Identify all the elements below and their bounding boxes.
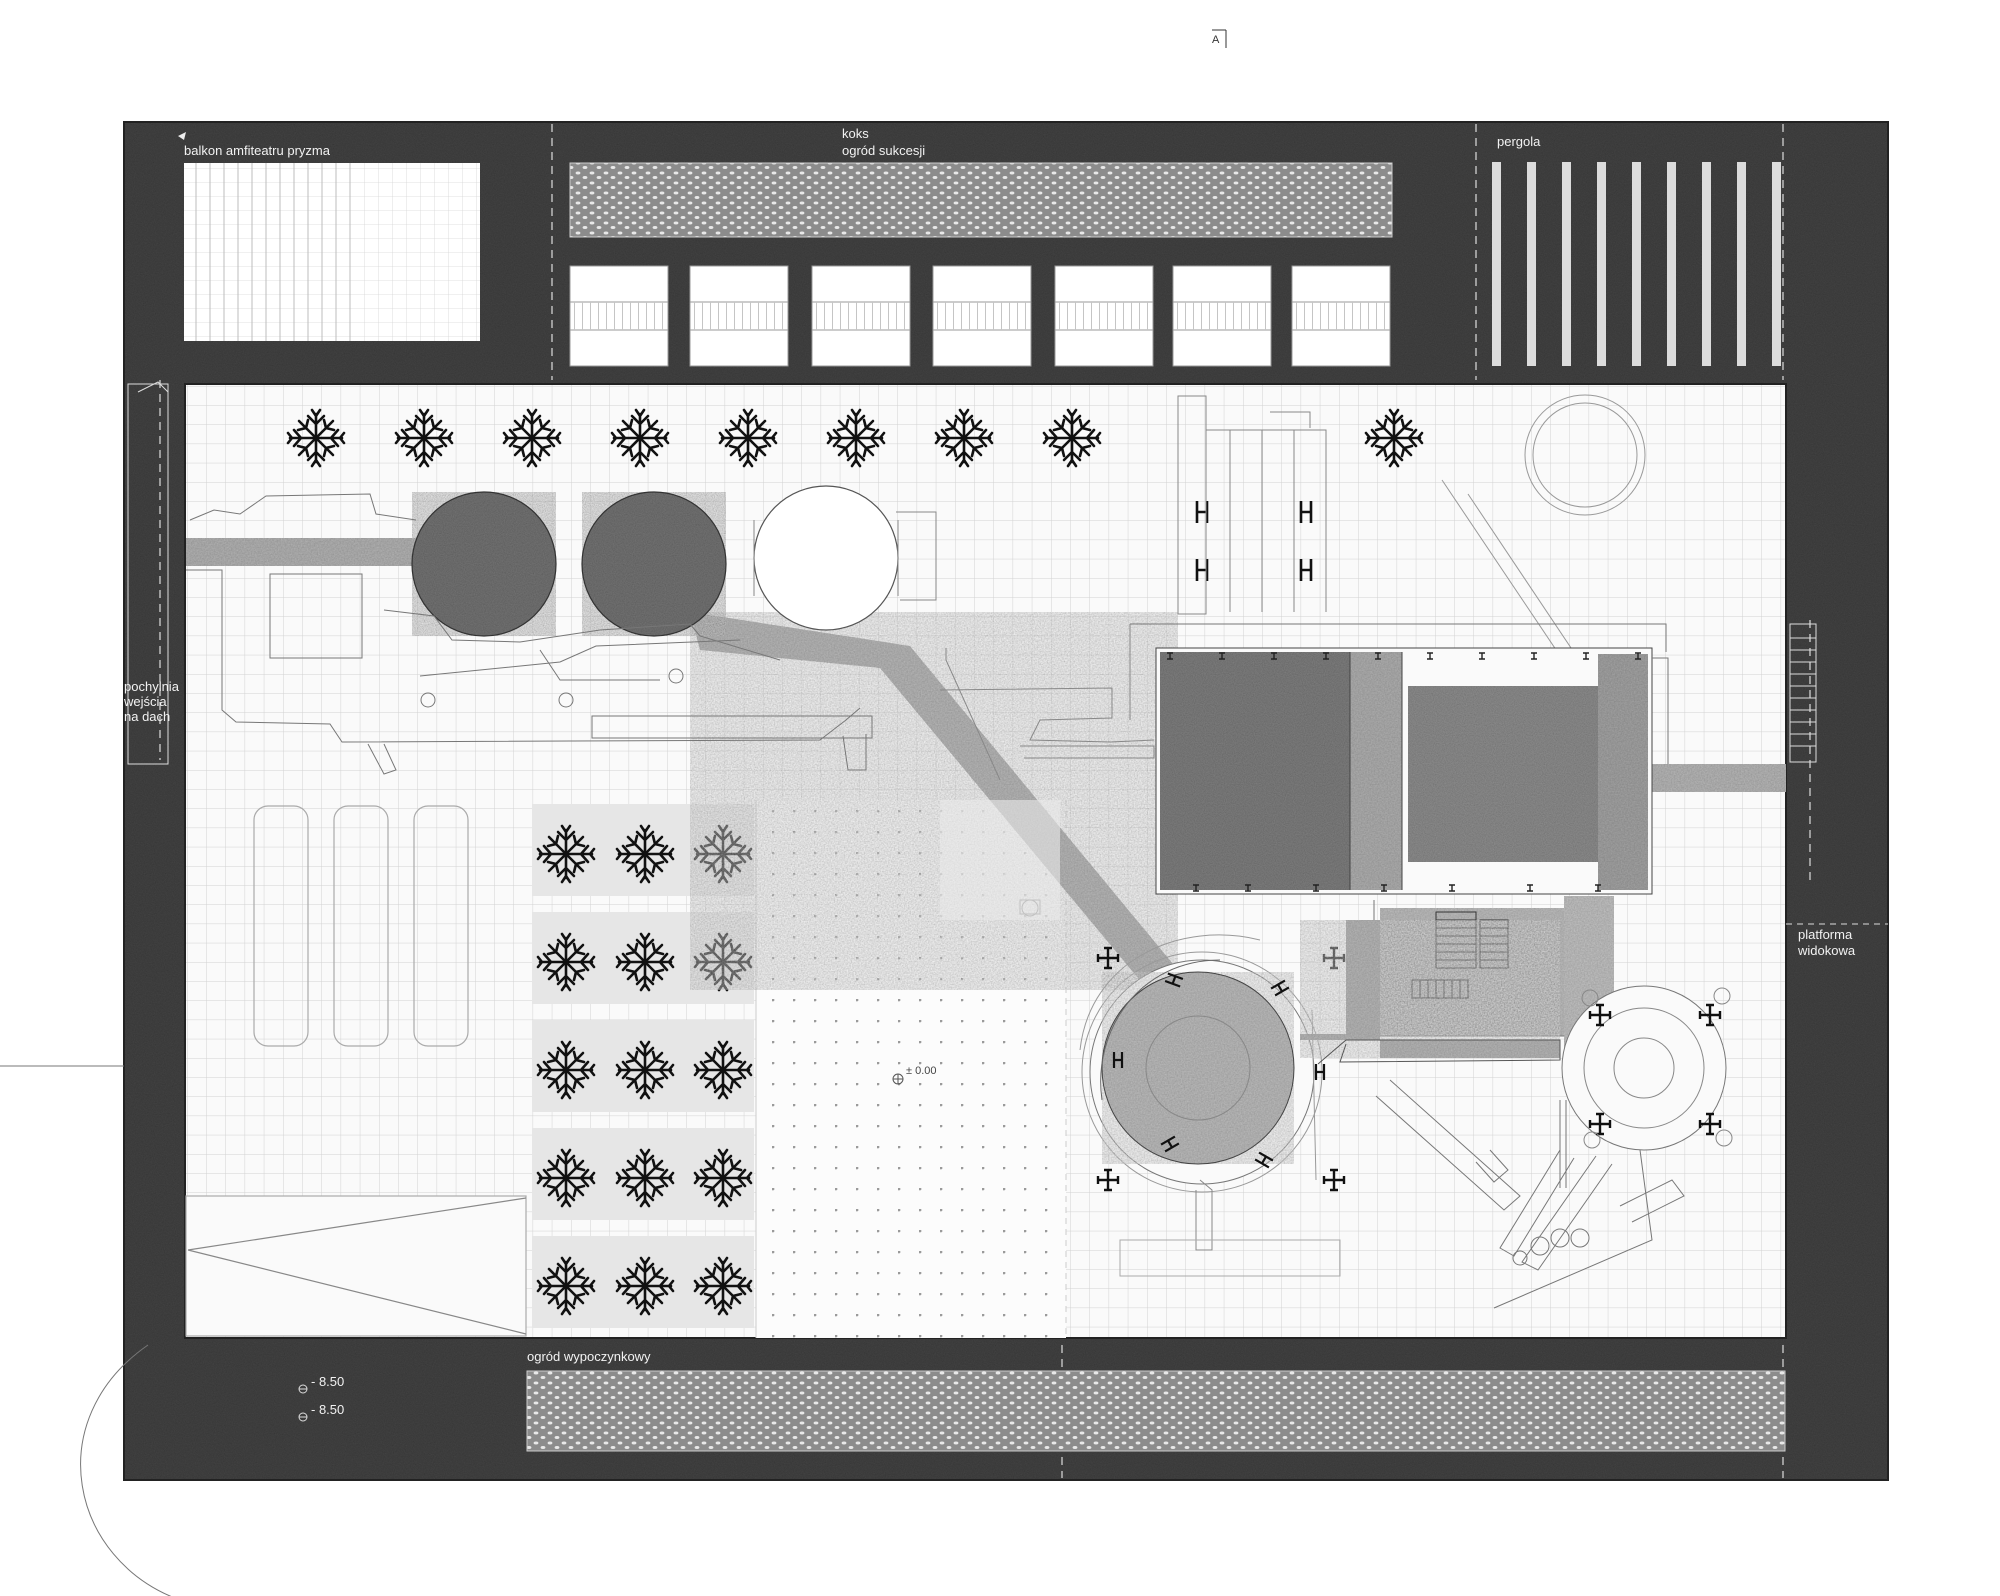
label-pergola: pergola [1497,134,1541,149]
circular-pavilion [1079,934,1346,1277]
svg-text:- 8.50: - 8.50 [311,1374,344,1389]
amphitheatre-balcony [184,163,480,341]
roof-ramp [127,381,169,765]
walkway [186,538,1786,990]
level-marker-lower: - 8.50 - 8.50 [298,1374,344,1422]
silo-middle [581,491,727,637]
label-roof-ramp: pochylnia wejścia na dach [123,679,180,724]
svg-text:widokowa: widokowa [1797,943,1856,958]
svg-text:A: A [1212,34,1220,46]
parking-bays [253,805,469,1047]
svg-text:- 8.50: - 8.50 [311,1402,344,1417]
svg-text:± 0.00: ± 0.00 [906,1065,937,1077]
silo-right [753,485,937,631]
viewing-platform-stair [1789,623,1817,763]
label-viewing-platform: platforma widokowa [1797,927,1856,958]
section-marker: A [1212,29,1227,48]
label-amphitheatre-balcony: balkon amfiteatru pryzma [184,143,331,158]
rail-boxes [569,265,1391,367]
svg-text:na dach: na dach [124,709,170,724]
svg-text:platforma: platforma [1798,927,1853,942]
level-marker-main: ± 0.00 [892,1065,937,1085]
tree-grove [532,804,754,1328]
succession-garden-strip [569,162,1393,238]
label-succession-garden: ogród sukcesji [842,143,925,158]
label-coke: koks [842,126,869,141]
conveyors [1375,1079,1685,1309]
silo-left [411,491,557,637]
small-pavilion [1561,985,1733,1151]
vertical-lines-structure [1177,395,1327,615]
svg-text:wejścia: wejścia [123,694,167,709]
industrial-hall [1130,623,1669,895]
north-arrow-icon [178,132,186,140]
recreation-garden-strip [526,1370,1786,1452]
pergola [1492,162,1781,366]
triangular-ramp [185,1195,527,1337]
svg-text:pochylnia: pochylnia [124,679,180,694]
label-recreation-garden: ogród wypoczynkowy [527,1349,651,1364]
industrial-building-outline [186,493,873,775]
bridge-to-hall [939,624,1155,759]
